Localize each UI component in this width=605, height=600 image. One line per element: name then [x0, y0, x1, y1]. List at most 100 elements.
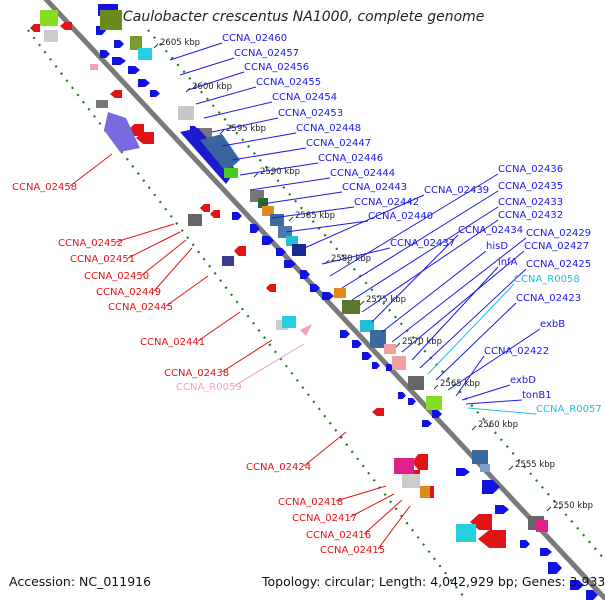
forward-gene-label[interactable]: CCNA_02442	[271, 197, 419, 219]
forward-gene-arrow[interactable]	[112, 57, 126, 65]
forward-gene-label[interactable]: CCNA_02433	[351, 197, 563, 301]
forward-gene-arrow[interactable]	[456, 468, 470, 476]
forward-gene-label[interactable]: tonB1	[465, 390, 552, 405]
reverse-gene-label[interactable]: CCNA_02418	[278, 485, 387, 508]
forward-gene-label[interactable]: CCNA_02439	[299, 185, 489, 251]
forward-gene-block[interactable]	[292, 244, 306, 256]
reverse-gene-block[interactable]	[90, 64, 98, 70]
reverse-gene-arrow[interactable]	[60, 22, 72, 30]
reverse-gene-label[interactable]: CCNA_02424	[246, 431, 347, 473]
forward-gene-label[interactable]: CCNA_R0058	[427, 274, 580, 375]
forward-gene-arrow[interactable]	[100, 50, 110, 58]
reverse-gene-label[interactable]: CCNA_02415	[320, 505, 411, 556]
forward-gene-arrow[interactable]	[322, 292, 334, 300]
forward-gene-label[interactable]: CCNA_02423	[435, 293, 581, 381]
reverse-gene-block[interactable]	[96, 100, 108, 108]
forward-gene-label[interactable]: CCNA_02448	[221, 123, 361, 147]
forward-gene-block[interactable]	[472, 450, 488, 464]
forward-gene-block[interactable]	[360, 320, 374, 332]
forward-gene-label[interactable]: CCNA_02425	[419, 259, 591, 369]
forward-gene-block[interactable]	[224, 168, 238, 178]
forward-gene-arrow[interactable]	[586, 590, 598, 600]
reverse-gene-block[interactable]	[456, 524, 476, 542]
forward-gene-arrow[interactable]	[570, 580, 584, 590]
forward-gene-arrow[interactable]	[232, 212, 242, 220]
forward-gene-label[interactable]: CCNA_02434	[371, 225, 523, 323]
forward-gene-label[interactable]: CCNA_02446	[239, 153, 383, 176]
forward-gene-block[interactable]	[200, 134, 240, 172]
reverse-gene-label[interactable]: CCNA_02417	[292, 493, 395, 524]
forward-gene-block[interactable]	[392, 356, 406, 370]
forward-gene-block[interactable]	[262, 206, 274, 216]
forward-gene-label[interactable]: CCNA_02444	[249, 168, 395, 191]
forward-gene-label[interactable]: CCNA_02457	[179, 48, 299, 76]
reverse-gene-label[interactable]: CCNA_02449	[96, 247, 193, 298]
forward-gene-label[interactable]: CCNA_02456	[187, 62, 309, 91]
forward-gene-arrow[interactable]	[284, 260, 296, 268]
forward-gene-label[interactable]: CCNA_02432	[361, 210, 563, 313]
reverse-gene-label[interactable]: CCNA_02451	[70, 231, 181, 265]
reverse-gene-block[interactable]	[222, 256, 234, 266]
forward-gene-block[interactable]	[180, 128, 236, 184]
forward-gene-block[interactable]	[130, 36, 142, 50]
forward-gene-block[interactable]	[138, 48, 152, 60]
forward-gene-block[interactable]	[408, 376, 424, 390]
reverse-gene-arrow[interactable]	[30, 24, 40, 32]
reverse-gene-arrow[interactable]	[372, 408, 384, 416]
forward-gene-label[interactable]: CCNA_R0057	[467, 404, 602, 415]
forward-gene-block[interactable]	[286, 236, 298, 246]
forward-gene-arrow[interactable]	[128, 66, 140, 74]
reverse-gene-label[interactable]: CCNA_02445	[108, 275, 209, 313]
forward-gene-arrow[interactable]	[352, 340, 362, 348]
forward-gene-arrow[interactable]	[540, 548, 552, 556]
reverse-gene-label[interactable]: CCNA_02438	[164, 339, 273, 379]
reverse-gene-arrow[interactable]	[110, 90, 122, 98]
reverse-gene-arrow[interactable]	[412, 454, 428, 470]
forward-gene-label[interactable]: infA	[411, 257, 518, 361]
reverse-gene-block[interactable]	[394, 458, 414, 474]
forward-gene-label[interactable]: CCNA_02454	[203, 92, 337, 119]
reverse-gene-label[interactable]: CCNA_02450	[84, 239, 187, 282]
reverse-gene-block[interactable]	[188, 214, 202, 226]
forward-gene-block[interactable]	[334, 288, 346, 298]
forward-gene-label[interactable]: CCNA_02429	[391, 228, 591, 343]
forward-gene-label[interactable]: CCNA_02455	[195, 77, 321, 105]
forward-gene-label[interactable]: CCNA_02443	[261, 182, 407, 205]
forward-gene-arrow[interactable]	[262, 236, 274, 245]
reverse-gene-block[interactable]	[402, 474, 420, 488]
forward-gene-label[interactable]: CCNA_02437	[321, 238, 455, 265]
forward-gene-arrow[interactable]	[250, 224, 260, 233]
forward-gene-arrow[interactable]	[520, 540, 530, 548]
forward-gene-arrow[interactable]	[340, 330, 350, 338]
reverse-gene-block[interactable]	[300, 324, 312, 336]
forward-gene-label[interactable]: CCNA_02440	[285, 211, 433, 233]
forward-gene-block[interactable]	[278, 226, 292, 238]
reverse-gene-block[interactable]	[420, 486, 430, 498]
reverse-gene-block[interactable]	[282, 316, 296, 328]
reverse-gene-block[interactable]	[104, 112, 140, 152]
forward-gene-block[interactable]	[480, 464, 490, 472]
forward-gene-arrow[interactable]	[362, 352, 372, 360]
forward-gene-arrow[interactable]	[310, 284, 320, 292]
reverse-gene-arrow[interactable]	[200, 204, 210, 212]
forward-gene-block[interactable]	[342, 300, 360, 314]
reverse-gene-label[interactable]: CCNA_02441	[140, 311, 241, 348]
reverse-gene-label[interactable]: CCNA_R0059	[176, 343, 305, 393]
forward-gene-arrow[interactable]	[300, 270, 310, 279]
forward-gene-block[interactable]	[426, 396, 442, 410]
forward-gene-arrow[interactable]	[432, 410, 442, 418]
forward-gene-label[interactable]: CCNA_02422	[455, 346, 549, 397]
reverse-gene-arrow[interactable]	[210, 210, 220, 218]
forward-gene-block[interactable]	[100, 10, 122, 30]
forward-gene-label[interactable]: exbD	[461, 375, 536, 401]
feature-layer[interactable]	[30, 4, 598, 600]
forward-gene-arrow[interactable]	[482, 480, 500, 494]
forward-gene-block[interactable]	[196, 128, 212, 138]
forward-gene-label[interactable]: exbB	[447, 319, 565, 391]
forward-gene-label[interactable]: hisD	[381, 241, 508, 333]
forward-gene-arrow[interactable]	[422, 420, 432, 427]
forward-gene-arrow[interactable]	[398, 392, 406, 399]
forward-gene-block[interactable]	[536, 520, 548, 532]
reverse-gene-label[interactable]: CCNA_02416	[306, 499, 403, 541]
